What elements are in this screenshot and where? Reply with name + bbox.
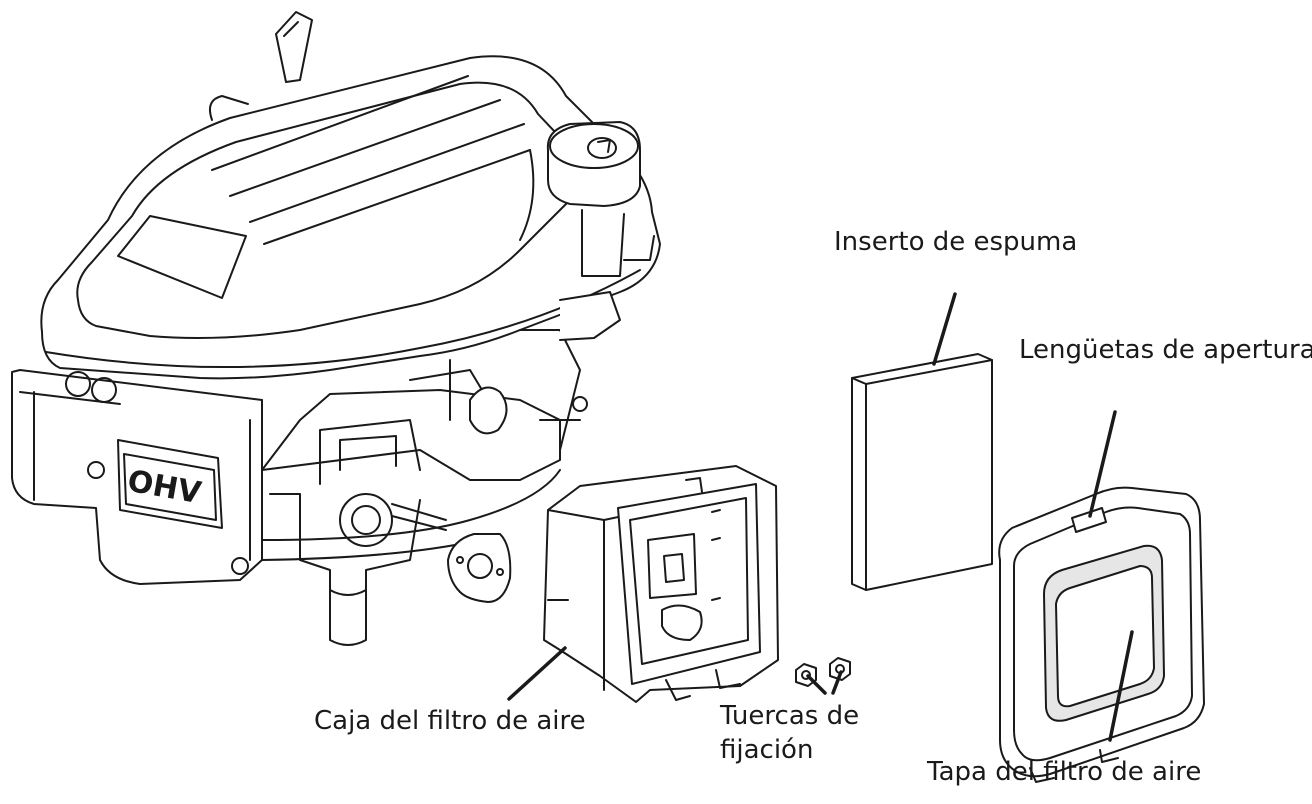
leader-box bbox=[507, 646, 567, 701]
leader-lines bbox=[507, 292, 1134, 742]
air-filter-cover bbox=[998, 486, 1205, 783]
label-mounting-nuts: Tuercas de fijación bbox=[720, 700, 859, 768]
leader-cover bbox=[1108, 630, 1134, 742]
label-mounting-nuts-line2: fijación bbox=[720, 734, 814, 765]
label-air-filter-box: Caja del filtro de aire bbox=[314, 706, 586, 736]
leader-nut-2 bbox=[831, 670, 843, 695]
engine-handle bbox=[209, 11, 313, 121]
engine: OHV bbox=[11, 11, 661, 646]
gasket bbox=[447, 533, 512, 603]
air-filter-box bbox=[543, 465, 779, 703]
label-mounting-nuts-line1: Tuercas de bbox=[720, 701, 860, 731]
label-air-filter-cover: Tapa del filtro de aire bbox=[927, 757, 1202, 787]
oil-cap bbox=[546, 121, 655, 277]
foam-insert bbox=[851, 353, 993, 591]
engine-top-cover bbox=[40, 55, 661, 380]
ohv-badge: OHV bbox=[117, 439, 223, 529]
label-opening-tabs: Lengüetas de apertura bbox=[1019, 335, 1312, 365]
leader-tabs bbox=[1088, 410, 1117, 518]
leader-foam bbox=[932, 292, 957, 366]
label-foam-insert: Inserto de espuma bbox=[834, 227, 1078, 257]
leader-nut-1 bbox=[806, 674, 827, 695]
